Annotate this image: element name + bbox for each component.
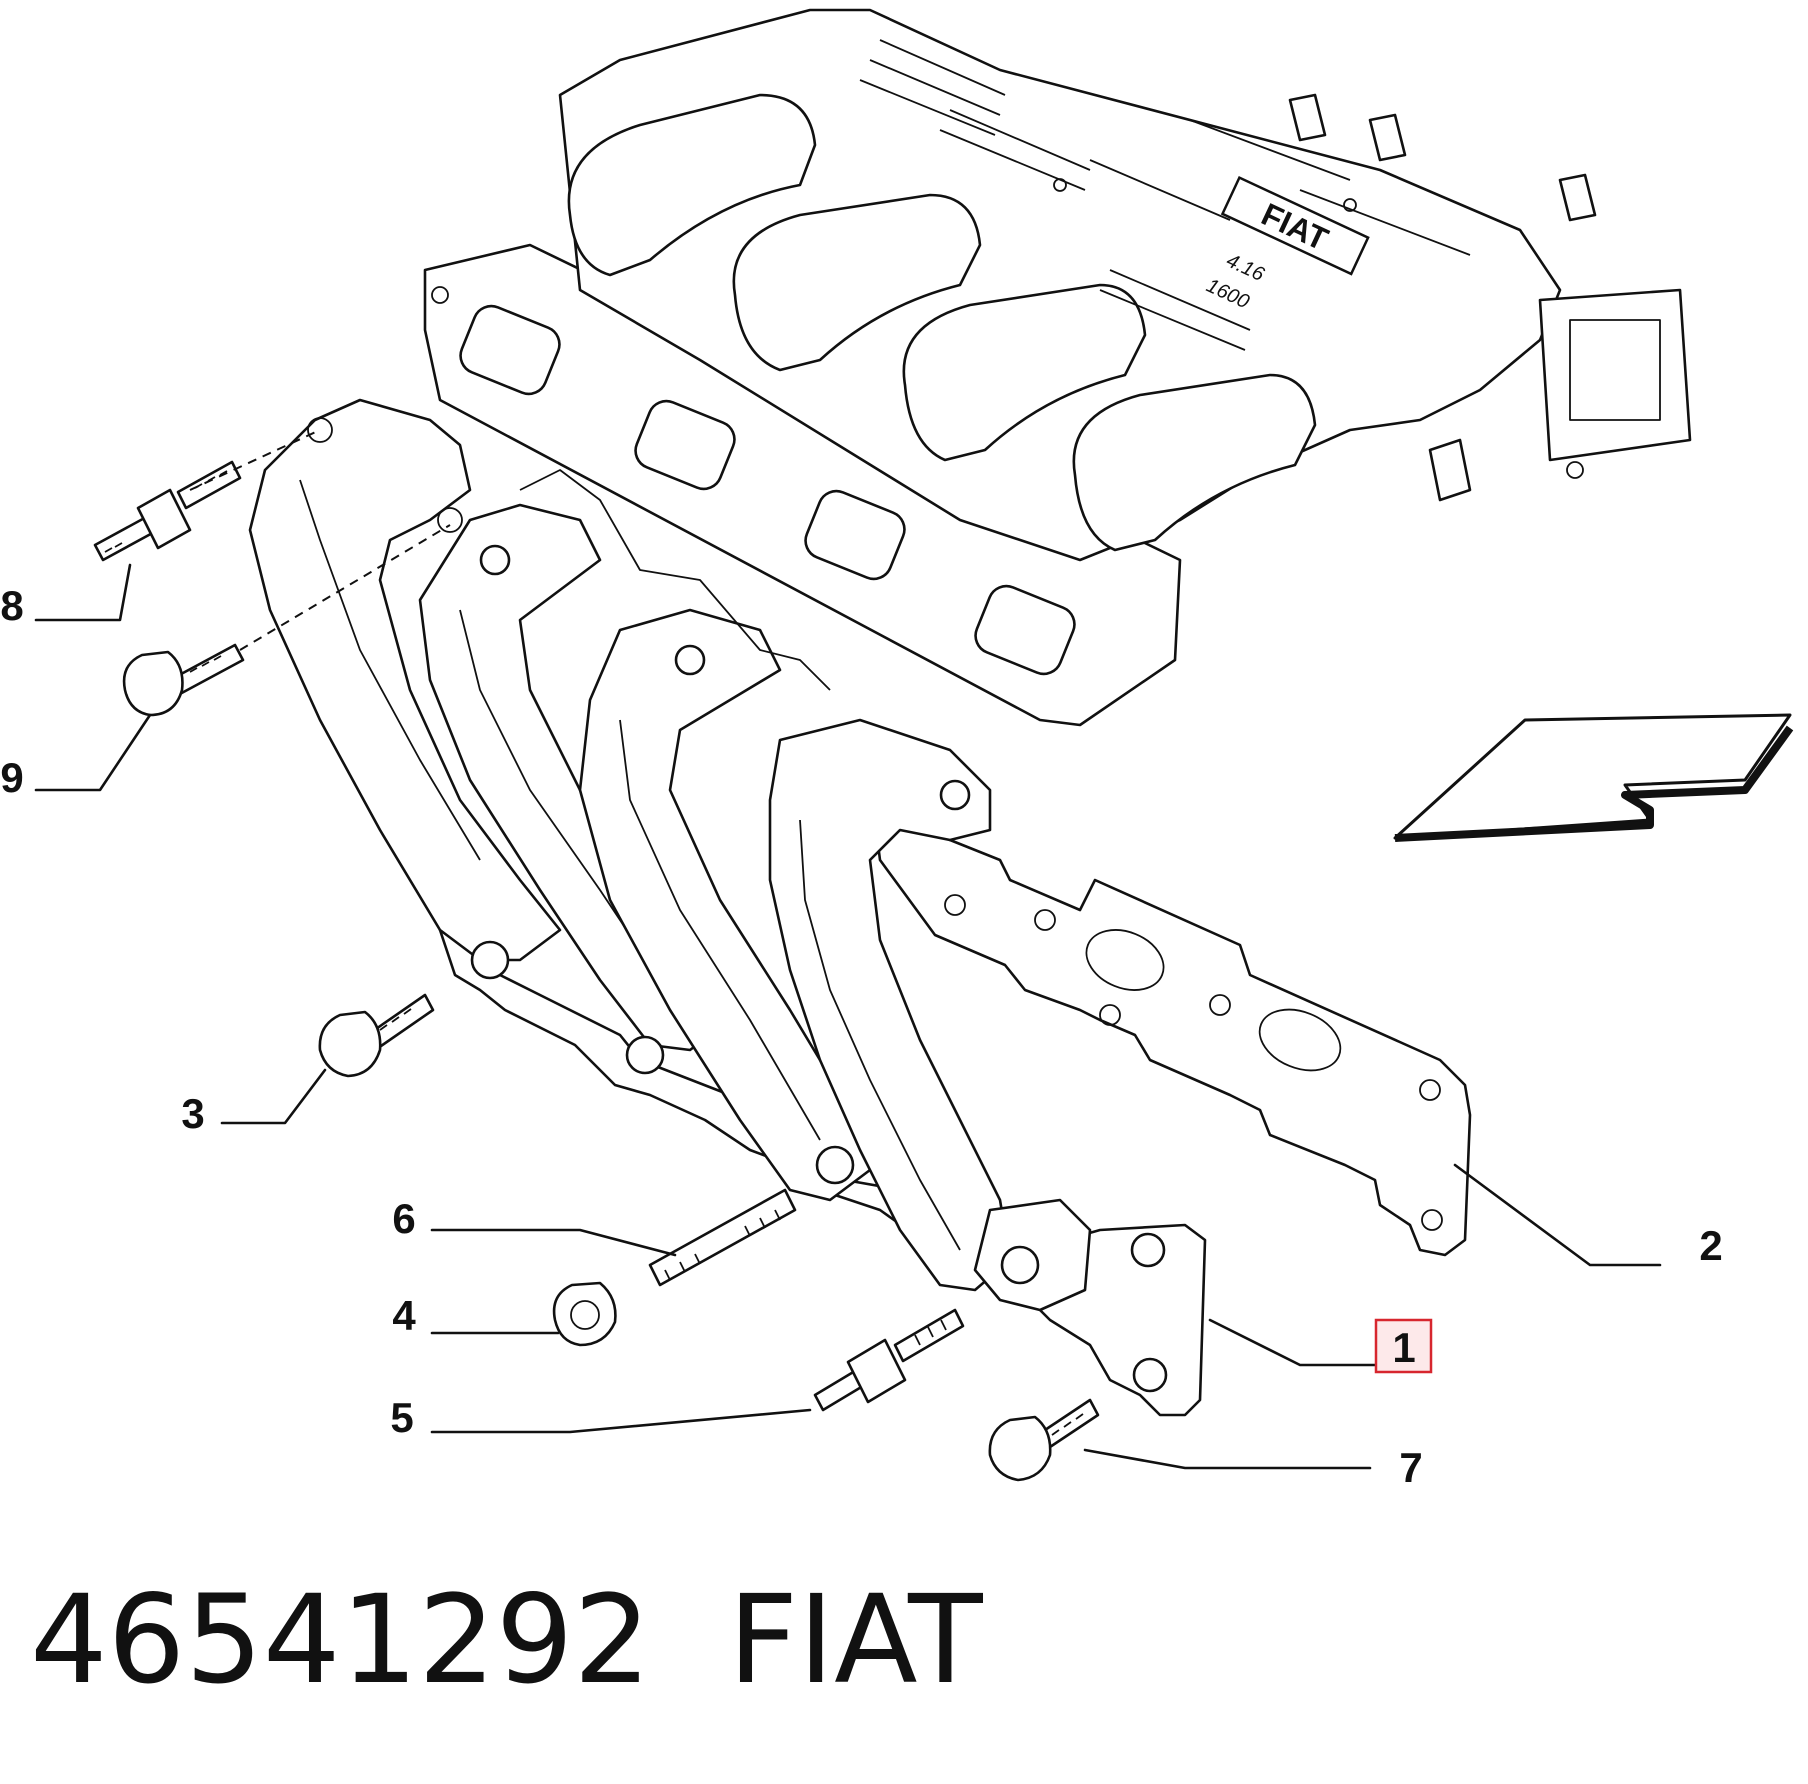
callout-2: 2 bbox=[1699, 1222, 1722, 1269]
stud-part-6 bbox=[648, 1188, 797, 1287]
exhaust-gasket-part-2 bbox=[868, 778, 1472, 1257]
brand-caption: FIAT bbox=[728, 1569, 983, 1711]
leader-lines bbox=[34, 563, 1662, 1470]
nut-part-4 bbox=[552, 1281, 617, 1347]
callout-7: 7 bbox=[1399, 1444, 1422, 1491]
callout-3: 3 bbox=[181, 1090, 204, 1137]
callout-6: 6 bbox=[392, 1195, 415, 1242]
callout-1-box bbox=[1374, 1318, 1433, 1374]
callout-9: 9 bbox=[0, 754, 23, 801]
stud-part-8 bbox=[93, 460, 242, 562]
callout-1-highlight[interactable]: 1 bbox=[1374, 1318, 1433, 1374]
part-number-caption: 46541292 bbox=[30, 1569, 651, 1711]
callout-8: 8 bbox=[0, 582, 23, 629]
callout-5: 5 bbox=[390, 1394, 413, 1441]
alignment-line-8 bbox=[189, 429, 321, 491]
alignment-line-9 bbox=[239, 524, 451, 651]
intake-manifold: FIAT 4.16 1600 bbox=[423, 8, 1692, 727]
exhaust-manifold-part-1 bbox=[248, 398, 1207, 1417]
stud-part-5 bbox=[813, 1308, 965, 1412]
callout-4: 4 bbox=[392, 1292, 416, 1339]
direction-arrow bbox=[1393, 713, 1794, 842]
bolt-part-7 bbox=[988, 1398, 1100, 1482]
bolt-part-3 bbox=[318, 993, 435, 1078]
bolt-part-9 bbox=[122, 643, 245, 717]
callout-1: 1 bbox=[1392, 1324, 1415, 1371]
